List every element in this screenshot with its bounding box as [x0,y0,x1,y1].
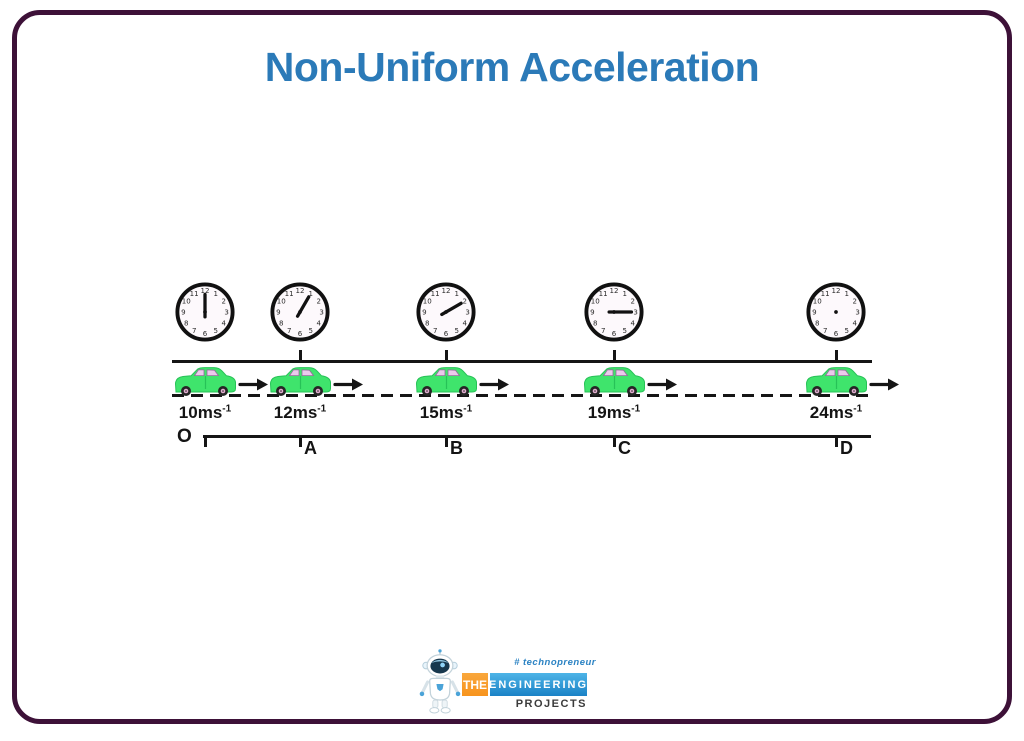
position-tick [834,435,838,447]
svg-text:7: 7 [433,326,438,335]
svg-text:2: 2 [462,297,467,306]
position-axis-line [203,435,871,438]
car-icon [580,365,680,397]
svg-text:4: 4 [221,318,226,327]
speed-label: 19ms-1 [587,403,641,422]
svg-text:9: 9 [812,308,817,317]
position-marker: A [304,438,317,458]
svg-text:9: 9 [422,308,427,317]
position-marker: C [618,438,631,458]
svg-text:7: 7 [601,326,606,335]
svg-text:12: 12 [610,286,619,295]
time-tick [834,350,838,361]
speed-label: 24ms-1 [809,403,863,422]
brand-logo: # technopreneur THE ENGINEERING PROJECTS [413,646,608,718]
svg-text:12: 12 [832,286,841,295]
svg-text:5: 5 [845,326,850,335]
svg-text:9: 9 [181,308,186,317]
svg-text:8: 8 [425,318,430,327]
svg-text:5: 5 [214,326,219,335]
svg-text:12: 12 [296,286,305,295]
svg-text:9: 9 [276,308,281,317]
position-tick [203,435,207,447]
svg-text:2: 2 [316,297,321,306]
svg-text:5: 5 [623,326,628,335]
svg-text:6: 6 [444,329,449,338]
svg-text:1: 1 [623,289,628,298]
svg-text:11: 11 [431,289,440,298]
position-tick [298,435,302,447]
svg-text:5: 5 [455,326,460,335]
svg-text:11: 11 [285,289,294,298]
svg-text:1: 1 [455,289,460,298]
speed-label: 10ms-1 [178,403,232,422]
svg-text:1: 1 [214,289,219,298]
svg-text:6: 6 [203,329,208,338]
svg-text:3: 3 [224,308,229,317]
svg-text:3: 3 [465,308,470,317]
svg-text:12: 12 [201,286,210,295]
logo-word-projects: PROJECTS [515,698,587,710]
svg-text:6: 6 [612,329,617,338]
speed-label: 12ms-1 [273,403,327,422]
svg-text:2: 2 [852,297,857,306]
page-title: Non-Uniform Acceleration [264,44,760,90]
svg-text:6: 6 [834,329,839,338]
svg-text:10: 10 [277,297,286,306]
svg-text:2: 2 [221,297,226,306]
svg-text:4: 4 [852,318,857,327]
position-marker: B [450,438,463,458]
position-marker: D [840,438,853,458]
svg-text:7: 7 [823,326,828,335]
car-icon [266,365,366,397]
svg-text:10: 10 [813,297,822,306]
time-tick [444,350,448,361]
time-tick [612,350,616,361]
position-tick [444,435,448,447]
road-dashed-line [172,394,874,397]
car-icon [171,365,271,397]
svg-text:1: 1 [845,289,850,298]
svg-text:10: 10 [591,297,600,306]
car-icon [802,365,902,397]
logo-tagline: # technopreneur [514,657,596,668]
svg-text:5: 5 [309,326,314,335]
svg-text:8: 8 [593,318,598,327]
logo-word-the: THE [462,673,488,696]
svg-text:9: 9 [590,308,595,317]
position-marker: O [177,426,192,447]
svg-text:4: 4 [316,318,321,327]
position-tick [612,435,616,447]
svg-text:10: 10 [182,297,191,306]
time-axis-line [172,360,872,363]
svg-text:7: 7 [192,326,197,335]
svg-text:11: 11 [821,289,830,298]
speed-label: 15ms-1 [419,403,473,422]
svg-text:3: 3 [633,308,638,317]
svg-text:12: 12 [442,286,451,295]
svg-text:8: 8 [184,318,189,327]
svg-text:8: 8 [815,318,820,327]
logo-word-engineering: ENGINEERING [489,673,587,696]
car-icon [412,365,512,397]
svg-text:6: 6 [298,329,303,338]
robot-mascot-icon [419,649,461,714]
svg-text:4: 4 [630,318,635,327]
svg-text:3: 3 [319,308,324,317]
svg-text:11: 11 [599,289,608,298]
svg-text:8: 8 [279,318,284,327]
svg-text:4: 4 [462,318,467,327]
svg-text:7: 7 [287,326,292,335]
svg-text:11: 11 [190,289,199,298]
svg-text:1: 1 [309,289,314,298]
svg-text:3: 3 [855,308,860,317]
time-tick [298,350,302,361]
svg-text:10: 10 [423,297,432,306]
svg-text:2: 2 [630,297,635,306]
